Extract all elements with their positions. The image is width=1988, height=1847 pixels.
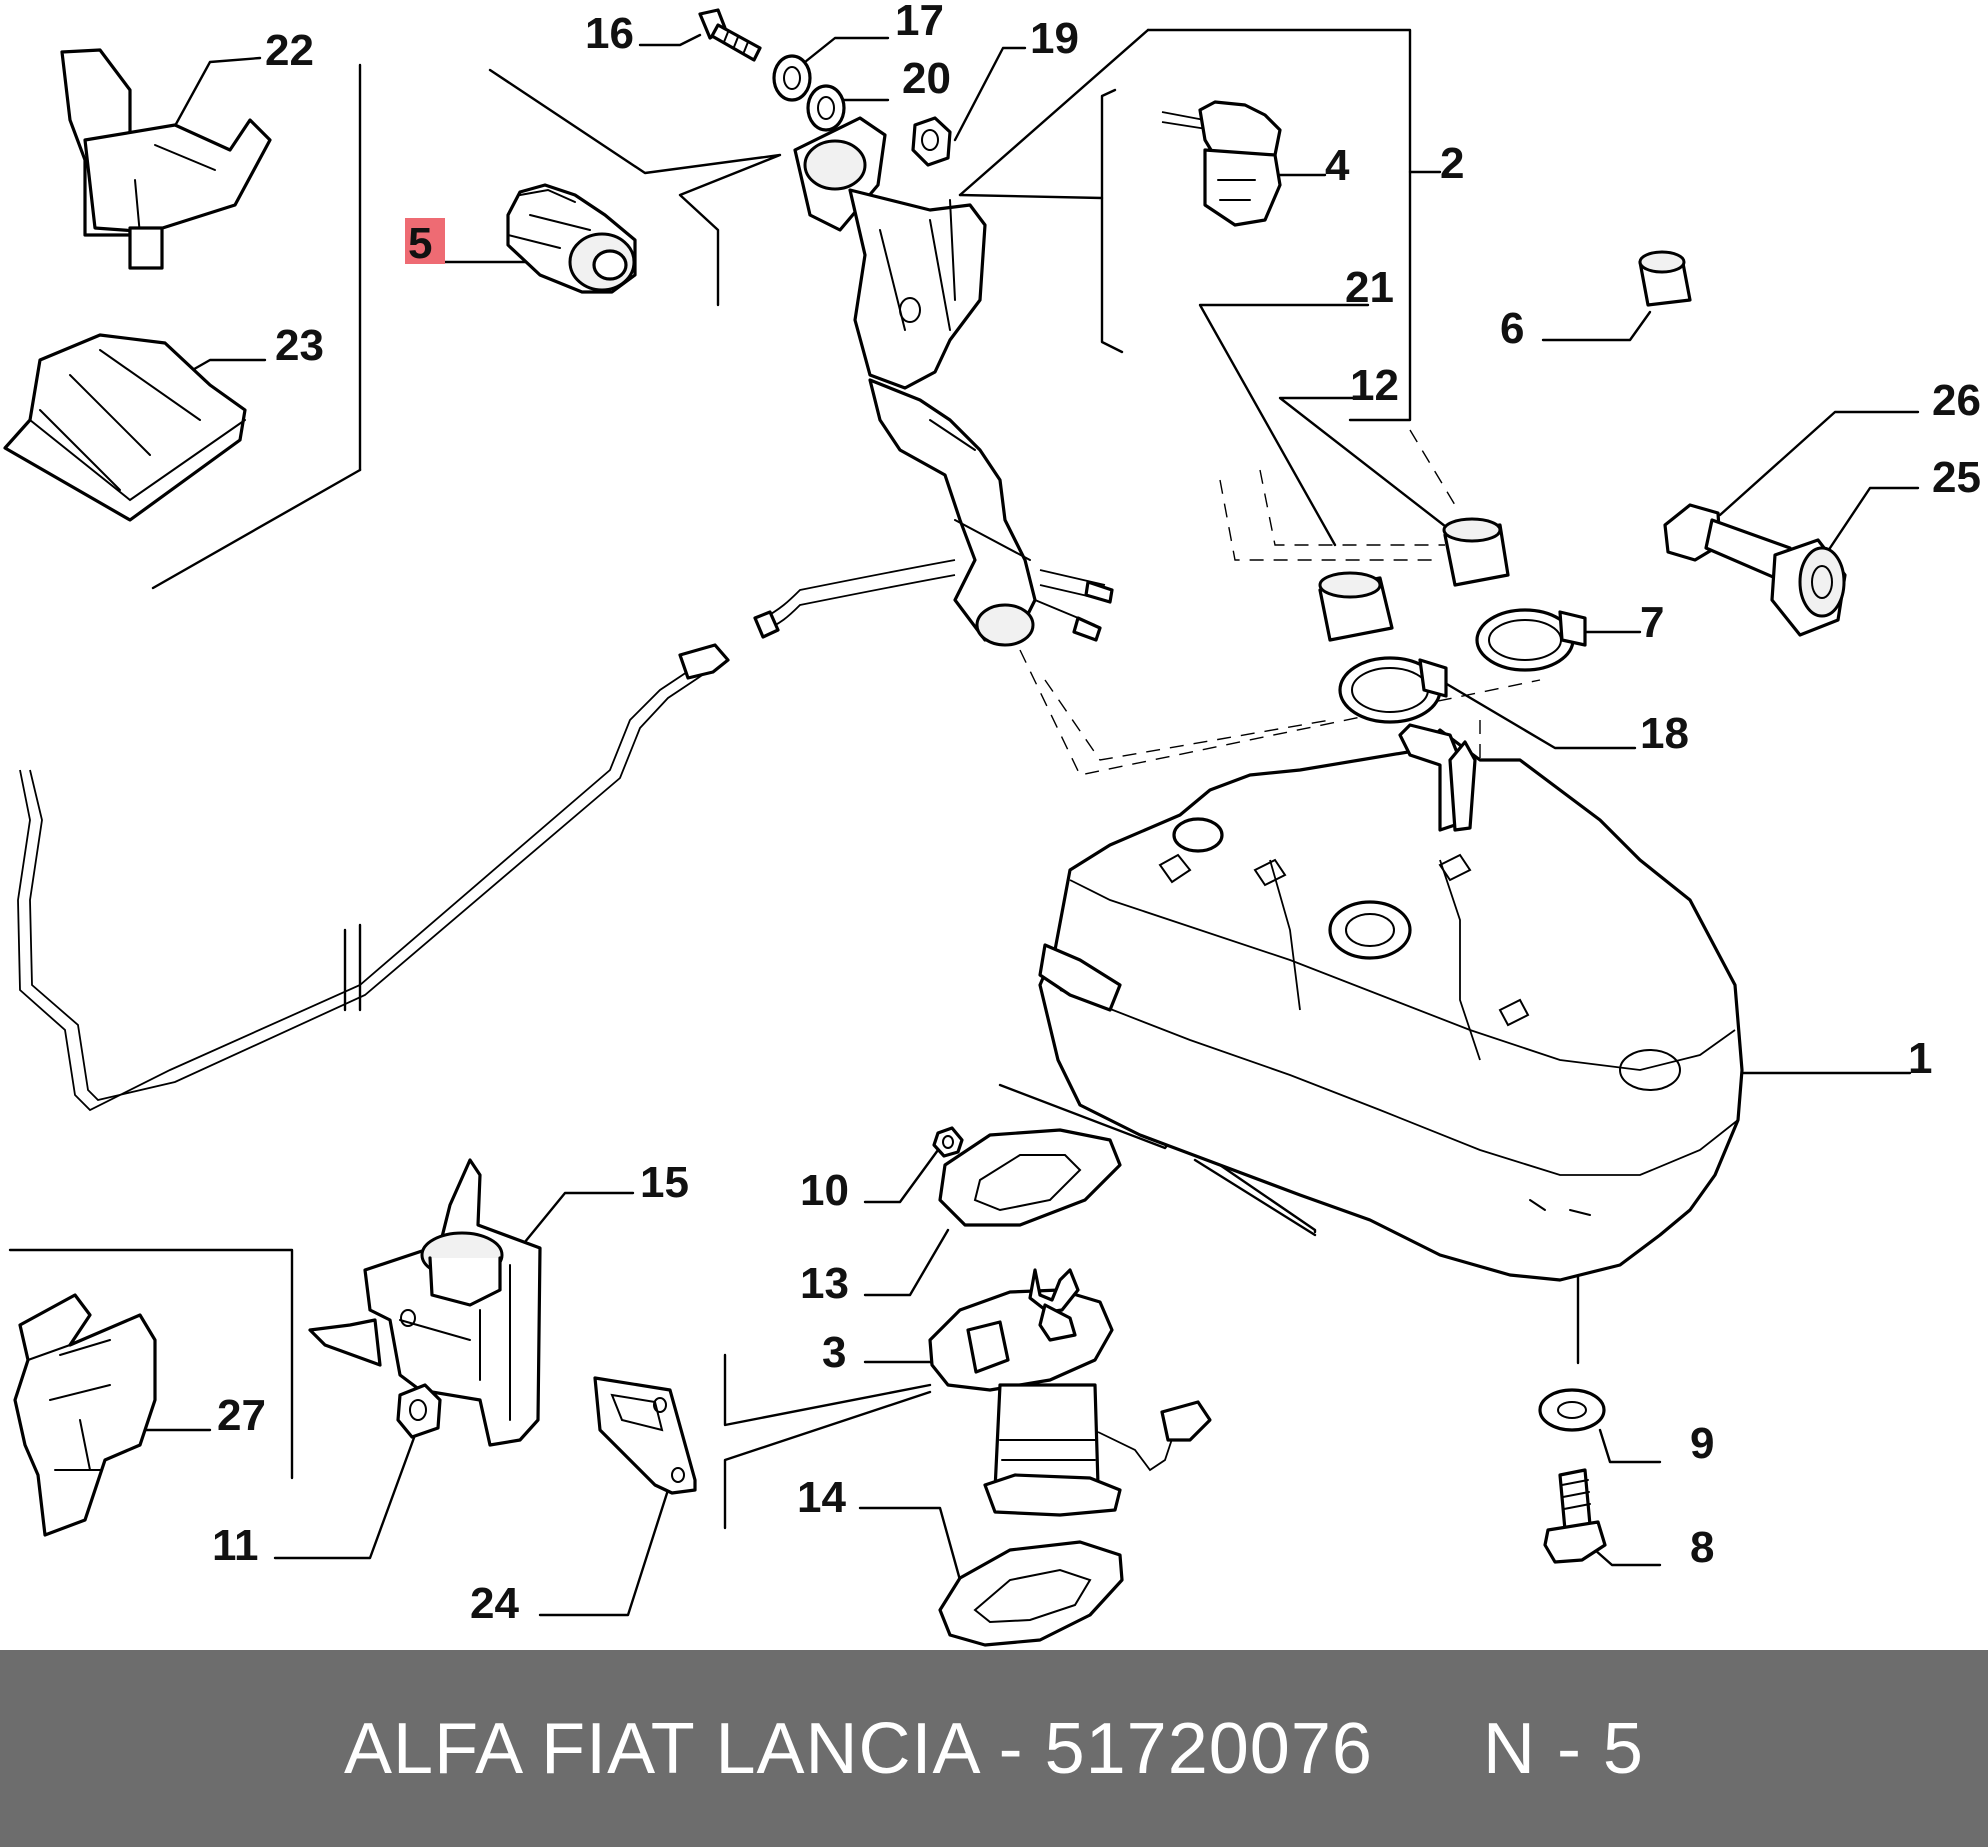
callout-25: 25: [1932, 453, 1981, 502]
callout-9: 9: [1690, 1419, 1714, 1468]
callout-22: 22: [265, 26, 314, 75]
part-5-valve: [506, 183, 637, 294]
part-1-fuel-tank: [1038, 723, 1744, 1282]
callout-15: 15: [640, 1158, 689, 1207]
callout-19: 19: [1030, 14, 1079, 63]
callout-7: 7: [1640, 598, 1664, 647]
callout-12: 12: [1350, 361, 1399, 410]
callout-14: 14: [797, 1473, 846, 1522]
part-6-bushing: [1638, 250, 1692, 307]
part-8-bolt: [1543, 1468, 1607, 1564]
highlight-marker-5: [405, 218, 445, 264]
callout-20: 20: [902, 54, 951, 103]
callout-24: 24: [470, 1579, 519, 1628]
callout-labels: 1 2 3 4 5 6 7 8 9 10 11 12 13 14 15 16 1…: [212, 0, 1981, 1628]
part-11-nut: [396, 1383, 442, 1439]
callout-11: 11: [212, 1521, 259, 1570]
part-18-clamp: [1338, 656, 1448, 724]
callout-27: 27: [217, 1391, 266, 1440]
callout-26: 26: [1932, 376, 1981, 425]
part-23-cover: [3, 333, 247, 522]
callout-23: 23: [275, 321, 324, 370]
fuel-system-exploded-diagram: 1 2 3 4 5 6 7 8 9 10 11 12 13 14 15 16 1…: [3, 0, 1981, 1647]
part-17-washer: [772, 54, 812, 102]
callout-21: 21: [1345, 263, 1394, 312]
part-9-washer: [1538, 1388, 1606, 1432]
part-4-valve: [1161, 100, 1282, 227]
part-12-sleeve: [1442, 517, 1510, 587]
part-22-clip: [60, 48, 272, 270]
part-19-nut: [911, 116, 952, 167]
callout-3: 3: [822, 1328, 846, 1377]
callout-6: 6: [1500, 304, 1524, 353]
callout-16: 16: [585, 9, 634, 58]
callout-4: 4: [1325, 141, 1350, 190]
part-20-washer: [806, 84, 846, 132]
footer-banner: ALFA FIAT LANCIA - 51720076 N - 5: [0, 1650, 1988, 1847]
part-21-sleeve: [1318, 571, 1394, 642]
callout-5: 5: [408, 219, 432, 268]
part-16-bolt: [698, 8, 762, 62]
diagram-reference: N - 5: [1482, 1708, 1644, 1789]
callout-2: 2: [1440, 139, 1464, 188]
part-10-nut: [932, 1126, 964, 1158]
callout-1: 1: [1908, 1034, 1932, 1083]
fuel-line-pipe: [17, 643, 730, 1112]
callout-8: 8: [1690, 1523, 1714, 1572]
part-3-fuel-pump: [928, 1268, 1212, 1517]
callout-13: 13: [800, 1259, 849, 1308]
part-2-filler-neck: [753, 116, 1114, 647]
part-number-title: ALFA FIAT LANCIA - 51720076: [344, 1708, 1373, 1789]
callout-18: 18: [1640, 709, 1689, 758]
part-26-bolt: [1663, 503, 1792, 582]
part-25-bushing: [1770, 538, 1847, 637]
part-14-gasket: [938, 1540, 1124, 1647]
callout-17: 17: [895, 0, 944, 45]
part-15-bracket: [308, 1158, 542, 1447]
part-27-clip: [13, 1293, 157, 1537]
part-13-gasket: [938, 1128, 1122, 1227]
part-24-plate: [593, 1376, 697, 1495]
part-7-clamp: [1475, 608, 1587, 672]
callout-10: 10: [800, 1166, 849, 1215]
